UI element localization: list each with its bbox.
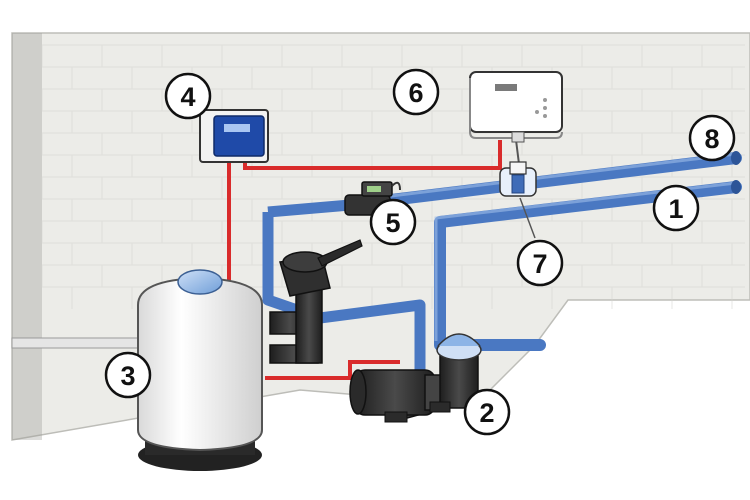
badge-sand-filter: 3 (104, 351, 152, 399)
control-box (199, 109, 269, 163)
badge-electrolysis-cell: 7 (516, 239, 564, 287)
badge-number: 4 (180, 82, 195, 112)
inlet-pipe (434, 180, 742, 351)
sand-filter (137, 269, 263, 471)
return-pipe (344, 151, 742, 211)
chlorinator-unit (469, 71, 563, 143)
badge-number: 5 (385, 208, 400, 238)
badge-number: 6 (408, 78, 423, 108)
multiport-valve (269, 239, 363, 364)
badge-circle (392, 68, 440, 116)
badge-circle (688, 114, 736, 162)
badge-circle (516, 239, 564, 287)
badge-chlorinator-unit: 6 (392, 68, 440, 116)
badge-number: 1 (668, 194, 683, 224)
badge-circle (463, 388, 511, 436)
badge-pump: 2 (463, 388, 511, 436)
badge-circle (104, 351, 152, 399)
badge-number: 3 (120, 361, 135, 391)
badge-number: 7 (532, 249, 547, 279)
label-badges: 1 2 3 4 5 6 7 8 (104, 68, 736, 436)
power-wires (227, 140, 502, 380)
badge-inlet-pipe: 1 (652, 184, 700, 232)
electrolysis-cell (499, 139, 537, 239)
badge-number: 2 (479, 398, 494, 428)
pump (349, 333, 482, 423)
badge-circle (652, 184, 700, 232)
badge-return-pipe: 8 (688, 114, 736, 162)
badge-control-box: 4 (164, 72, 212, 120)
badge-number: 8 (704, 124, 719, 154)
badge-circle (369, 198, 417, 246)
badge-circle (164, 72, 212, 120)
conduit-pipe (11, 337, 143, 349)
badge-flow-switch: 5 (369, 198, 417, 246)
